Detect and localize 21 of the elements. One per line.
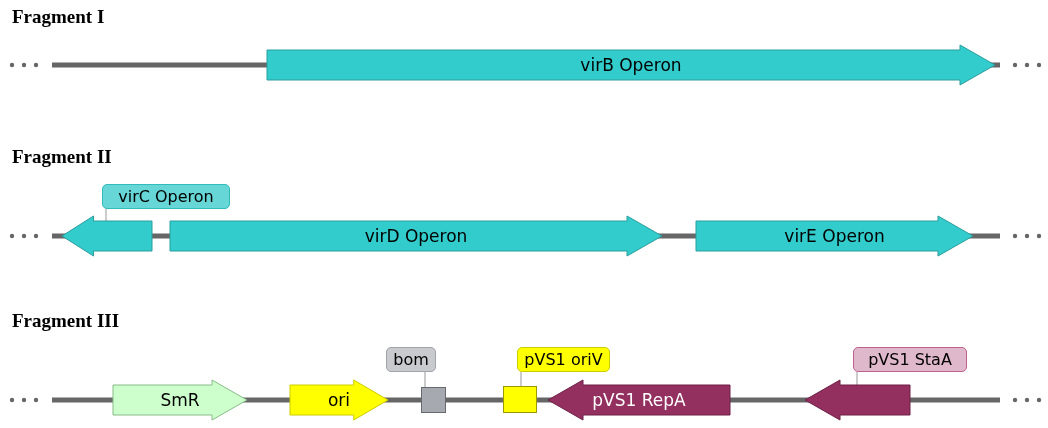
gene-feature: virE Operon: [696, 216, 973, 256]
fragment-heading: Fragment I: [12, 6, 105, 28]
gene-feature: [805, 380, 910, 420]
gene-feature: virB Operon: [267, 45, 995, 85]
leader-line: [424, 371, 426, 388]
leader-line: [105, 208, 107, 222]
feature-label: pVS1 oriV: [517, 347, 610, 372]
gene-feature: ori: [290, 380, 388, 420]
feature-label: virC Operon: [102, 184, 230, 209]
leader-line: [856, 371, 858, 386]
gene-feature: SmR: [113, 380, 247, 420]
feature-box: [421, 387, 446, 413]
feature-label: bom: [386, 347, 436, 372]
fragment-heading: Fragment III: [12, 310, 120, 332]
leader-line: [520, 371, 522, 387]
feature-box: [503, 386, 537, 413]
gene-feature: [62, 216, 152, 256]
gene-feature: virD Operon: [170, 216, 662, 256]
feature-label: pVS1 StaA: [853, 347, 967, 372]
gene-feature: pVS1 RepA: [548, 380, 730, 420]
fragment-heading: Fragment II: [12, 146, 112, 168]
